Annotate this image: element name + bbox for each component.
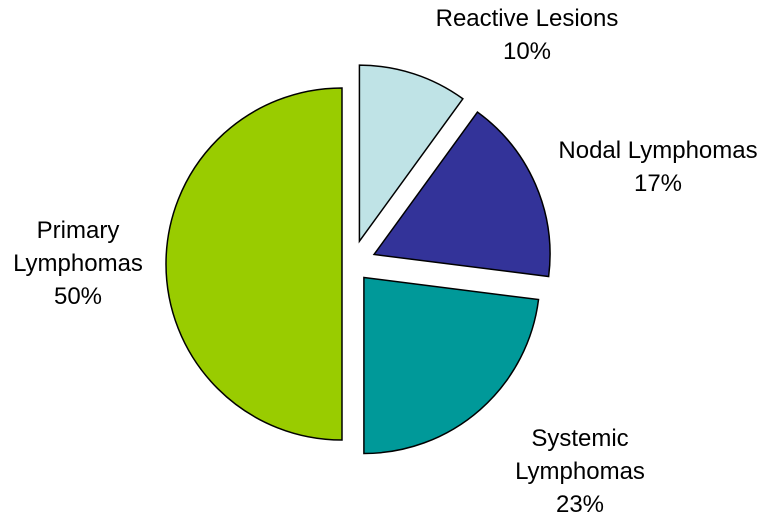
slice-label: Nodal Lymphomas 17%	[558, 137, 757, 197]
slice-labels: Reactive Lesions 10% Nodal Lymphomas 17% Sys…	[13, 5, 758, 518]
slice-name-label: Nodal Lymphomas	[558, 137, 757, 164]
slice-percent-label: 50%	[54, 283, 102, 310]
pie-slice	[358, 64, 464, 244]
slice-name-label: Reactive Lesions	[436, 5, 619, 32]
slice-name-label: Lymphomas	[13, 250, 143, 277]
slice-percent-label: 10%	[503, 38, 551, 65]
pie-slice	[372, 111, 551, 278]
pie-slice	[165, 87, 343, 441]
pie-slices	[165, 64, 551, 455]
slice-label: Reactive Lesions 10%	[436, 5, 619, 65]
pie-slice	[363, 276, 540, 455]
slice-name-label: Lymphomas	[515, 458, 645, 485]
slice-percent-label: 23%	[556, 491, 604, 518]
slice-percent-label: 17%	[634, 170, 682, 197]
slice-name-label: Systemic	[531, 425, 628, 452]
slice-name-label: Primary	[37, 217, 120, 244]
